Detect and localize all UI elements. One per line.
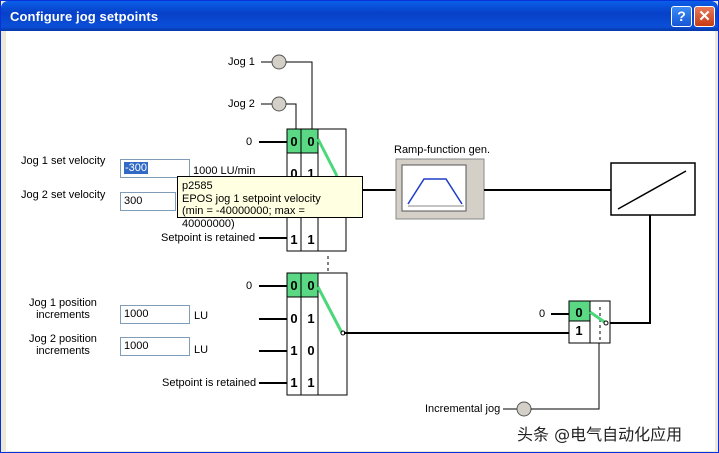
position-bit-r0-c1: 0 xyxy=(307,278,315,293)
position-bit-r3-c1: 1 xyxy=(307,375,315,390)
velocity-bit-r0-c0: 0 xyxy=(290,134,298,149)
position-bit-r2-c0: 1 xyxy=(290,343,298,358)
tooltip-range: (min = -40000000; max = 40000000) xyxy=(182,205,305,230)
help-button[interactable]: ? xyxy=(671,6,692,27)
jog1-set-velocity-value: -300 xyxy=(124,162,149,174)
position-active-bits xyxy=(286,272,319,298)
position-bit-r0-c0: 0 xyxy=(290,278,298,293)
incremental-jog-label: Incremental jog xyxy=(425,403,501,415)
position-bit-r1-c1: 1 xyxy=(307,311,315,326)
position-zero-label: 0 xyxy=(246,280,253,292)
watermark-text: 头条 @电气自动化应用 xyxy=(517,425,683,444)
velocity-bit-r3-c1: 1 xyxy=(307,232,315,247)
velocity-retained-label: Setpoint is retained xyxy=(161,232,256,244)
incremental-switch xyxy=(589,310,607,325)
jog1-label: Jog 1 xyxy=(228,56,255,68)
jog2-increments-field[interactable]: 1000 xyxy=(120,337,190,356)
incremental-zero-label: 0 xyxy=(539,308,546,320)
jog2-increments-label: Jog 2 position increments xyxy=(29,333,97,357)
parameter-tooltip: p2585 EPOS jog 1 setpoint velocity (min … xyxy=(177,176,363,230)
incremental-bit-1: 1 xyxy=(575,323,583,338)
position-bit-r3-c0: 1 xyxy=(290,375,298,390)
velocity-bit-r1-c0: 0 xyxy=(290,166,298,181)
position-retained-label: Setpoint is retained xyxy=(162,377,257,389)
position-switch xyxy=(316,286,344,334)
velocity-bit-r0-c1: 0 xyxy=(307,134,315,149)
tooltip-description: EPOS jog 1 setpoint velocity xyxy=(182,192,321,205)
velocity-zero-label: 0 xyxy=(246,136,253,148)
signal-flow-diagram xyxy=(259,54,696,417)
jog2-set-velocity-field[interactable]: 300 xyxy=(120,192,176,211)
jog2-label: Jog 2 xyxy=(228,98,255,110)
jog1-set-velocity-label: Jog 1 set velocity xyxy=(21,155,106,167)
velocity-bit-r1-c1: 1 xyxy=(307,166,315,181)
incremental-bit-0: 0 xyxy=(575,305,583,320)
velocity-fixed-value: 1000 LU/min xyxy=(193,165,256,177)
jog2-set-velocity-label: Jog 2 set velocity xyxy=(21,189,106,201)
title-bar[interactable]: Configure jog setpoints ? ✕ xyxy=(1,1,718,31)
jog2-increments-unit: LU xyxy=(194,344,209,356)
jog1-set-velocity-field[interactable]: -300 xyxy=(120,159,190,178)
position-bit-r2-c1: 0 xyxy=(307,343,315,358)
close-button[interactable]: ✕ xyxy=(694,6,715,27)
position-bit-r1-c0: 0 xyxy=(290,311,298,326)
jog1-increments-label: Jog 1 position increments xyxy=(29,297,97,321)
velocity-switch xyxy=(316,138,339,177)
tooltip-param: p2585 xyxy=(182,180,213,192)
ramp-function-label: Ramp-function gen. xyxy=(394,144,490,156)
jog1-increments-unit: LU xyxy=(194,310,209,322)
jog1-increments-field[interactable]: 1000 xyxy=(120,305,190,324)
dialog-title: Configure jog setpoints xyxy=(10,9,159,24)
diagram-canvas: Jog 1 Jog 2 0 1000 LU/min Setpoint is re… xyxy=(6,31,715,451)
velocity-bit-r3-c0: 1 xyxy=(290,232,298,247)
